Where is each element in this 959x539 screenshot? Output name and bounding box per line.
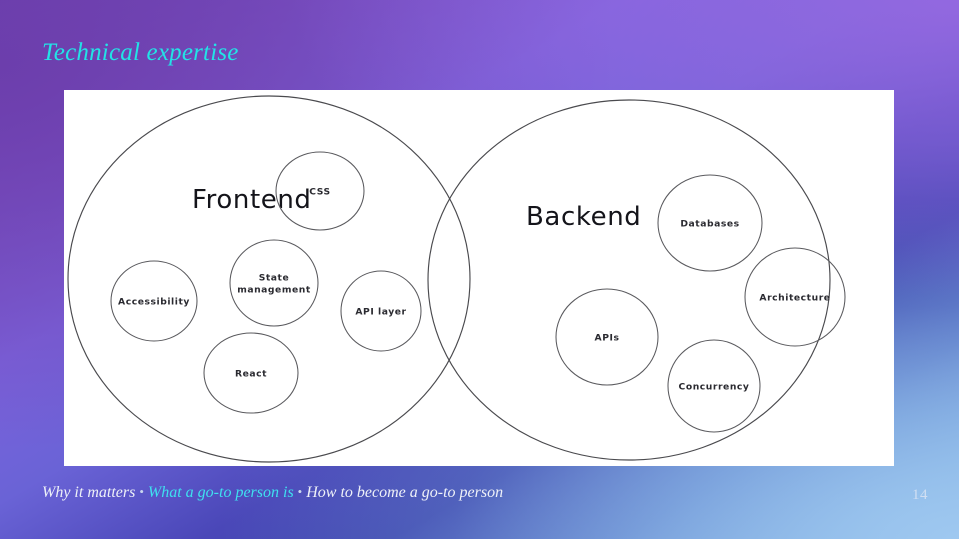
bubble-outline-apis xyxy=(555,288,659,386)
bubble-outline-databases xyxy=(657,174,763,272)
bubble-label-api-layer: API layer xyxy=(355,306,406,317)
bubble-label-css: CSS xyxy=(309,186,330,197)
bubble-label-react: React xyxy=(235,368,267,379)
bubble-api-layer[interactable]: API layer xyxy=(340,270,422,352)
footer-segment-1[interactable]: Why it matters xyxy=(42,484,136,501)
footer-separator: • xyxy=(139,484,144,499)
bubble-concurrency[interactable]: Concurrency xyxy=(667,339,761,433)
bubble-accessibility[interactable]: Accessibility xyxy=(110,260,198,342)
bubble-label-databases: Databases xyxy=(680,218,739,229)
bubble-label-concurrency: Concurrency xyxy=(679,381,750,392)
bubble-label-state-management: State xyxy=(259,272,290,283)
bubble-architecture[interactable]: Architecture xyxy=(744,247,846,347)
footer-segment-3[interactable]: How to become a go-to person xyxy=(306,484,504,501)
bubble-label-state-management: management xyxy=(237,284,311,295)
bubble-label-architecture: Architecture xyxy=(759,292,830,303)
group-label-frontend: Frontend xyxy=(192,185,312,215)
bubble-react[interactable]: React xyxy=(203,332,299,414)
group-outline-backend xyxy=(427,99,831,461)
page-title: Technical expertise xyxy=(42,39,239,66)
bubble-apis[interactable]: APIs xyxy=(555,288,659,386)
bubble-css[interactable]: CSS xyxy=(275,151,365,231)
group-outline-frontend xyxy=(67,95,471,463)
footer-segment-2[interactable]: What a go-to person is xyxy=(147,484,294,501)
page-number: 14 xyxy=(912,487,928,503)
bubble-outline-concurrency xyxy=(667,339,761,433)
bubble-databases[interactable]: Databases xyxy=(657,174,763,272)
bubble-outline-react xyxy=(203,332,299,414)
footer-separator: • xyxy=(297,484,303,499)
group-label-backend: Backend xyxy=(526,202,641,232)
bubble-outline-state-management xyxy=(229,239,319,327)
bubble-outline-accessibility xyxy=(110,260,198,342)
bubble-outline-css xyxy=(275,151,365,231)
footer-breadcrumb: Why it matters•What a go-to person is•Ho… xyxy=(42,484,503,502)
expertise-bubble-diagram: FrontendCSSStatemanagementAccessibilityA… xyxy=(67,95,846,463)
bubble-label-apis: APIs xyxy=(595,332,620,343)
bubble-outline-api-layer xyxy=(340,270,422,352)
bubble-label-accessibility: Accessibility xyxy=(118,296,190,307)
bubble-outline-architecture xyxy=(744,247,846,347)
